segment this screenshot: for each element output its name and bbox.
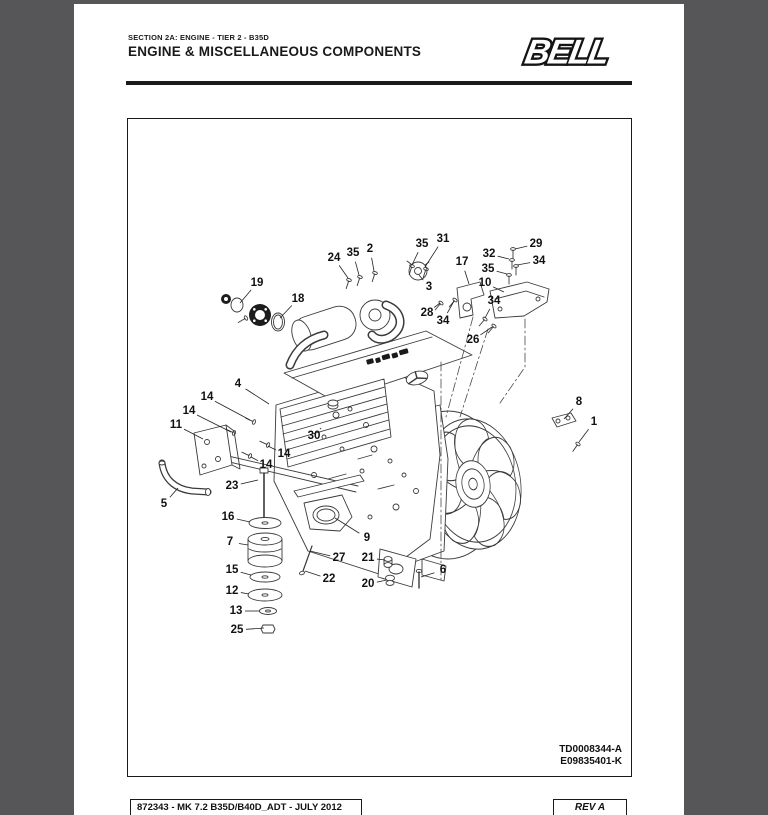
callout-23: 23	[226, 480, 239, 492]
engine-exploded-diagram: 2435235313173229353410342834261918414141…	[158, 233, 598, 636]
valve-part-3	[406, 260, 430, 281]
bracket-10	[489, 281, 550, 319]
callout-14: 14	[278, 448, 291, 460]
callout-31: 31	[437, 233, 450, 245]
callout-1: 1	[591, 416, 598, 428]
callout-26: 26	[467, 334, 480, 346]
callout-10: 10	[479, 277, 492, 289]
callout-17: 17	[456, 256, 469, 268]
page-title: ENGINE & MISCELLANEOUS COMPONENTS	[128, 44, 422, 59]
callout-16: 16	[222, 511, 235, 523]
engine-block	[197, 330, 473, 588]
callout-14: 14	[201, 391, 214, 403]
drawing-number: TD0008344-A	[559, 744, 622, 755]
seal-and-gasket-parts	[221, 294, 285, 332]
callout-20: 20	[362, 578, 375, 590]
manual-page: SECTION 2A: ENGINE - TIER 2 - B35D ENGIN…	[74, 4, 684, 815]
mount-plate-11	[193, 424, 241, 476]
callout-29: 29	[530, 238, 543, 250]
mount-bolts	[299, 440, 582, 589]
callout-6: 6	[440, 564, 446, 576]
callout-4: 4	[235, 378, 242, 390]
callout-28: 28	[421, 307, 434, 319]
callout-35: 35	[347, 247, 360, 259]
callout-35: 35	[416, 238, 429, 250]
callout-13: 13	[230, 605, 243, 617]
callout-24: 24	[328, 252, 341, 264]
callout-14: 14	[183, 405, 196, 417]
footer-document-ref: 872343 - MK 7.2 B35D/B40D_ADT - JULY 201…	[130, 799, 362, 815]
bracket-17	[456, 281, 485, 319]
callout-25: 25	[231, 624, 244, 636]
cooling-fan	[421, 409, 529, 553]
callout-5: 5	[161, 498, 168, 510]
callout-30: 30	[308, 430, 321, 442]
drawing-revision-number: E09835401-K	[560, 756, 622, 767]
drawing-numbers: TD0008344-A E09835401-K	[559, 744, 622, 768]
callout-27: 27	[333, 552, 346, 564]
callout-11: 11	[170, 419, 183, 431]
valve-cover-lettering	[366, 348, 409, 365]
callout-14: 14	[260, 459, 273, 471]
studs-14	[224, 415, 271, 460]
mount-housing-9	[293, 474, 365, 532]
callout-19: 19	[251, 277, 264, 289]
callout-15: 15	[226, 564, 239, 576]
hose-5	[158, 459, 212, 496]
star-emblem	[405, 370, 429, 386]
callout-8: 8	[576, 396, 583, 408]
callout-32: 32	[483, 248, 496, 260]
header-divider	[126, 81, 632, 85]
footer-revision-badge: REV A	[553, 799, 627, 815]
callout-12: 12	[226, 585, 239, 597]
bracket-8	[551, 412, 577, 428]
callout-34: 34	[533, 255, 546, 267]
centerlines	[440, 316, 526, 583]
callout-9: 9	[364, 532, 370, 544]
bell-logo: BELL	[520, 32, 614, 74]
callout-7: 7	[227, 536, 233, 548]
callout-35: 35	[482, 263, 495, 275]
callout-18: 18	[292, 293, 305, 305]
callout-2: 2	[367, 243, 373, 255]
callout-21: 21	[362, 552, 375, 564]
section-heading: SECTION 2A: ENGINE - TIER 2 - B35D	[128, 33, 269, 42]
callout-3: 3	[426, 281, 432, 293]
callout-22: 22	[323, 573, 336, 585]
bell-logo-text: BELL	[522, 34, 611, 72]
callout-34: 34	[488, 295, 501, 307]
callout-34: 34	[437, 315, 450, 327]
isolator-stack	[247, 467, 283, 634]
turbocharger	[285, 299, 405, 370]
